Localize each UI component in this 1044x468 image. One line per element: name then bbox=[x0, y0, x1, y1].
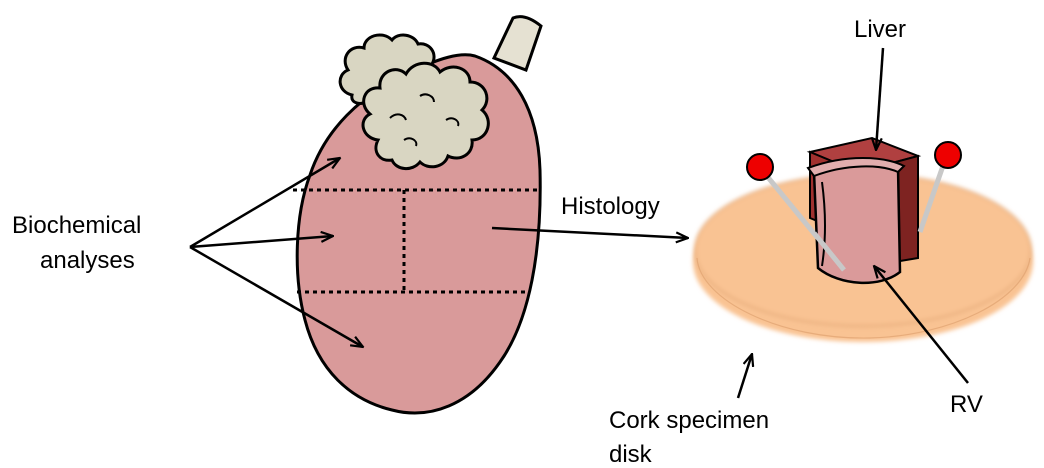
label-cork-line1: Cork specimen bbox=[609, 407, 769, 434]
label-histology: Histology bbox=[561, 193, 660, 220]
pin-icon bbox=[935, 142, 961, 168]
label-rv: RV bbox=[950, 391, 983, 418]
cork-disk-illustration bbox=[693, 138, 1033, 342]
label-liver: Liver bbox=[854, 16, 906, 43]
arrow-cork bbox=[738, 354, 752, 398]
vessel-stub bbox=[494, 17, 541, 70]
fat-cluster-right bbox=[363, 63, 488, 168]
rv-tissue-body bbox=[814, 163, 900, 283]
label-cork-line2: disk bbox=[609, 441, 653, 468]
pin-icon bbox=[747, 154, 773, 180]
vessel-body bbox=[494, 17, 541, 70]
arrow-liver bbox=[876, 48, 883, 150]
label-biochemical-line1: Biochemical bbox=[12, 212, 141, 239]
rv-tissue bbox=[808, 158, 904, 283]
label-biochemical-line2: analyses bbox=[40, 247, 135, 274]
liver-lobe-illustration bbox=[293, 17, 541, 413]
